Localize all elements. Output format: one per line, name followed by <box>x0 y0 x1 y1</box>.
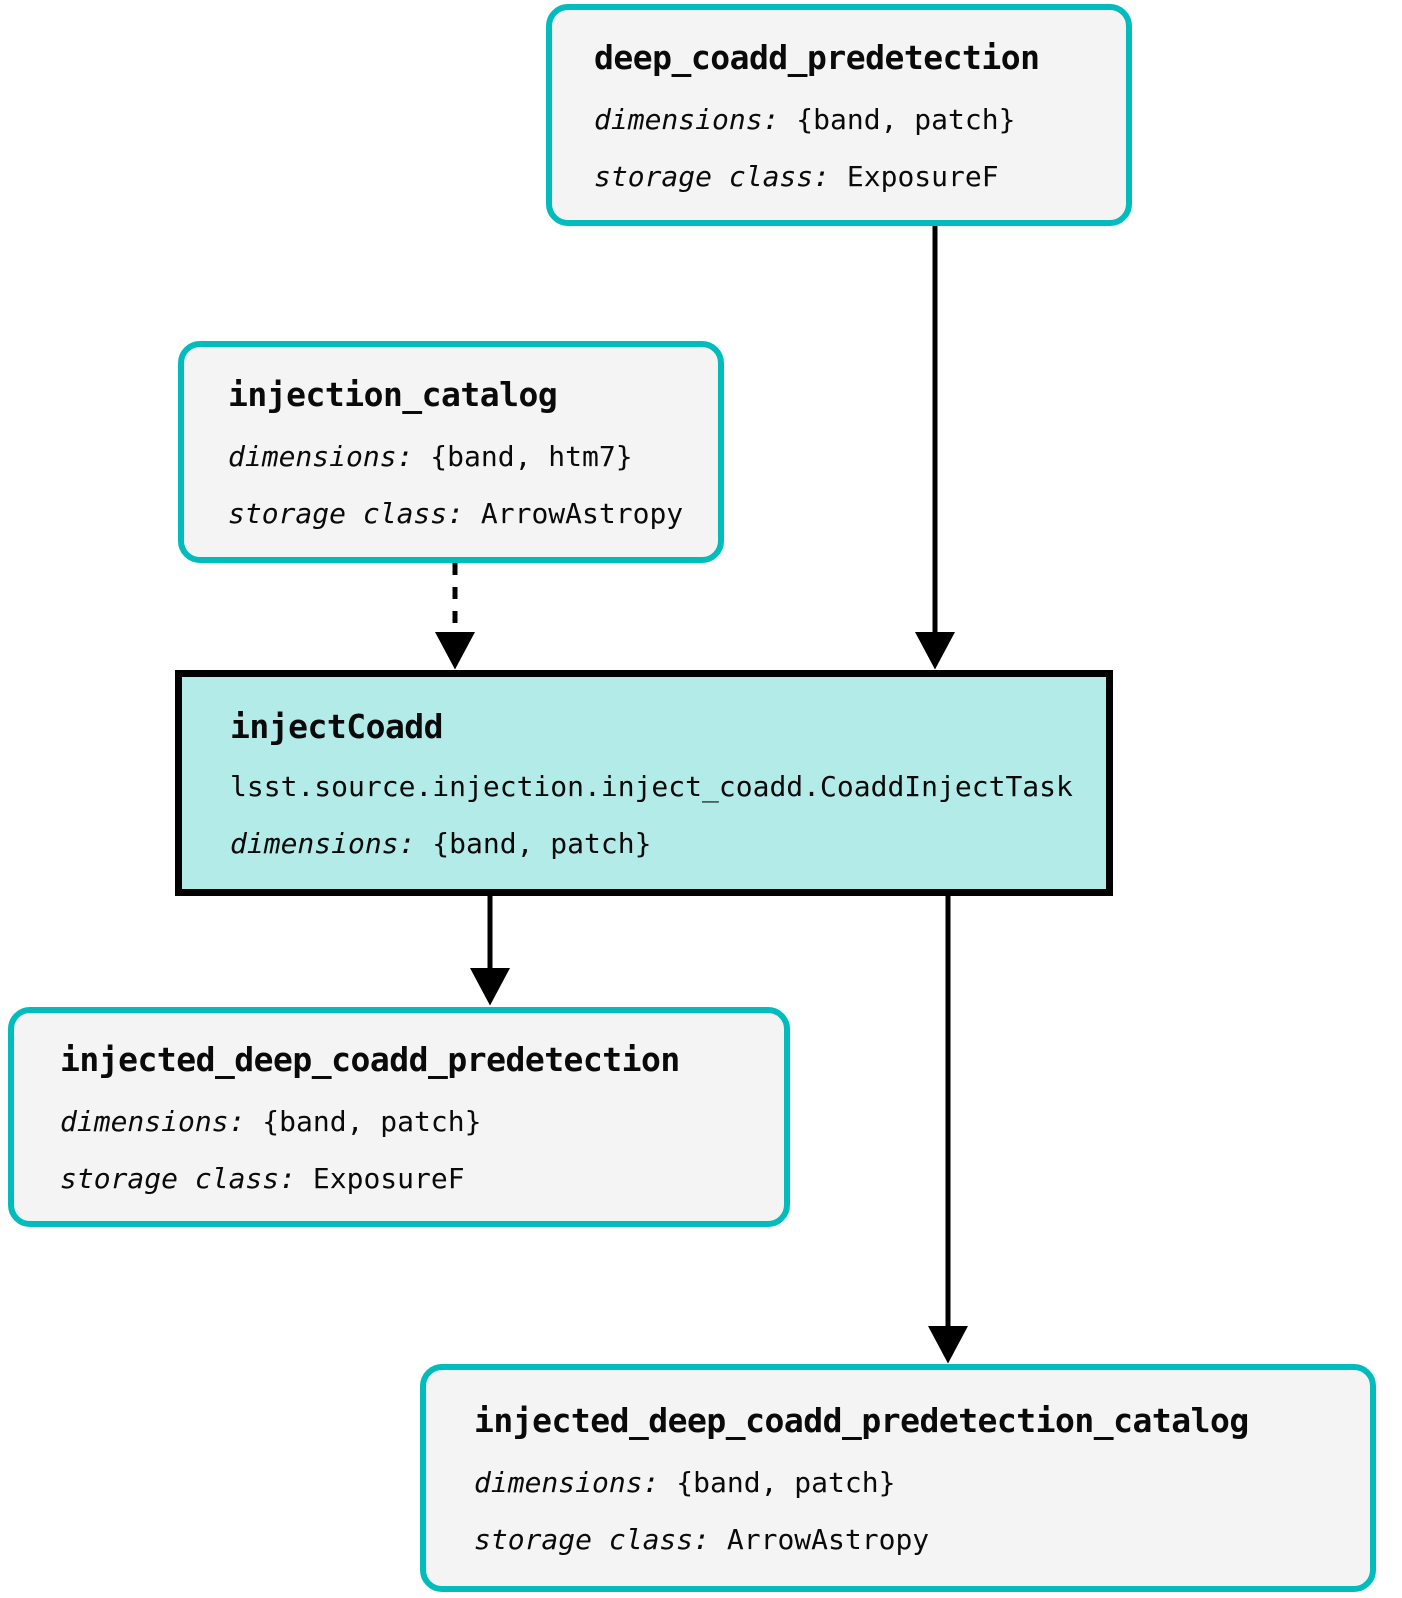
storage-class-value: ArrowAstropy <box>726 1522 930 1556</box>
storage-class-label: storage class: <box>594 159 831 193</box>
dimensions-value: {band, patch} <box>432 826 652 860</box>
dimensions-label: dimensions: <box>474 1465 660 1499</box>
dimensions-label: dimensions: <box>594 102 780 136</box>
task-node-injectcoadd[interactable]: injectCoadd lsst.source.injection.inject… <box>175 670 1113 896</box>
dimensions-label: dimensions: <box>228 439 414 473</box>
node-dimensions-line: dimensions: {band, patch} <box>594 103 1126 136</box>
dataset-node-injected-deep-coadd-predetection[interactable]: injected_deep_coadd_predetection dimensi… <box>8 1007 790 1227</box>
node-dimensions-line: dimensions: {band, patch} <box>60 1105 784 1138</box>
dimensions-label: dimensions: <box>230 826 416 860</box>
node-title: injection_catalog <box>228 374 558 414</box>
dimensions-value: {band, htm7} <box>430 439 633 473</box>
dimensions-value: {band, patch} <box>262 1104 482 1138</box>
dimensions-label: dimensions: <box>60 1104 246 1138</box>
storage-class-label: storage class: <box>60 1161 297 1195</box>
storage-class-value: ArrowAstropy <box>480 496 684 530</box>
node-task-class: lsst.source.injection.inject_coadd.Coadd… <box>230 769 1073 803</box>
storage-class-label: storage class: <box>228 496 465 530</box>
dimensions-value: {band, patch} <box>676 1465 896 1499</box>
storage-class-value: ExposureF <box>846 159 999 193</box>
storage-class-label: storage class: <box>474 1522 711 1556</box>
node-storage-class-line: storage class: ExposureF <box>594 160 1126 193</box>
node-title: deep_coadd_predetection <box>594 37 1040 77</box>
storage-class-value: ExposureF <box>312 1161 465 1195</box>
node-storage-class-line: storage class: ArrowAstropy <box>474 1523 1370 1556</box>
node-storage-class-line: storage class: ArrowAstropy <box>228 497 718 530</box>
node-title: injectCoadd <box>230 706 444 746</box>
dimensions-value: {band, patch} <box>796 102 1016 136</box>
node-title: injected_deep_coadd_predetection_catalog <box>474 1400 1249 1440</box>
node-title: injected_deep_coadd_predetection <box>60 1039 680 1079</box>
dataset-node-injection-catalog[interactable]: injection_catalog dimensions: {band, htm… <box>178 341 724 563</box>
dataset-node-injected-deep-coadd-predetection-catalog[interactable]: injected_deep_coadd_predetection_catalog… <box>420 1364 1376 1592</box>
dataset-node-deep-coadd-predetection[interactable]: deep_coadd_predetection dimensions: {ban… <box>546 4 1132 226</box>
node-dimensions-line: dimensions: {band, patch} <box>474 1466 1370 1499</box>
node-dimensions-line: dimensions: {band, patch} <box>230 827 1106 860</box>
node-dimensions-line: dimensions: {band, htm7} <box>228 440 718 473</box>
node-storage-class-line: storage class: ExposureF <box>60 1162 784 1195</box>
